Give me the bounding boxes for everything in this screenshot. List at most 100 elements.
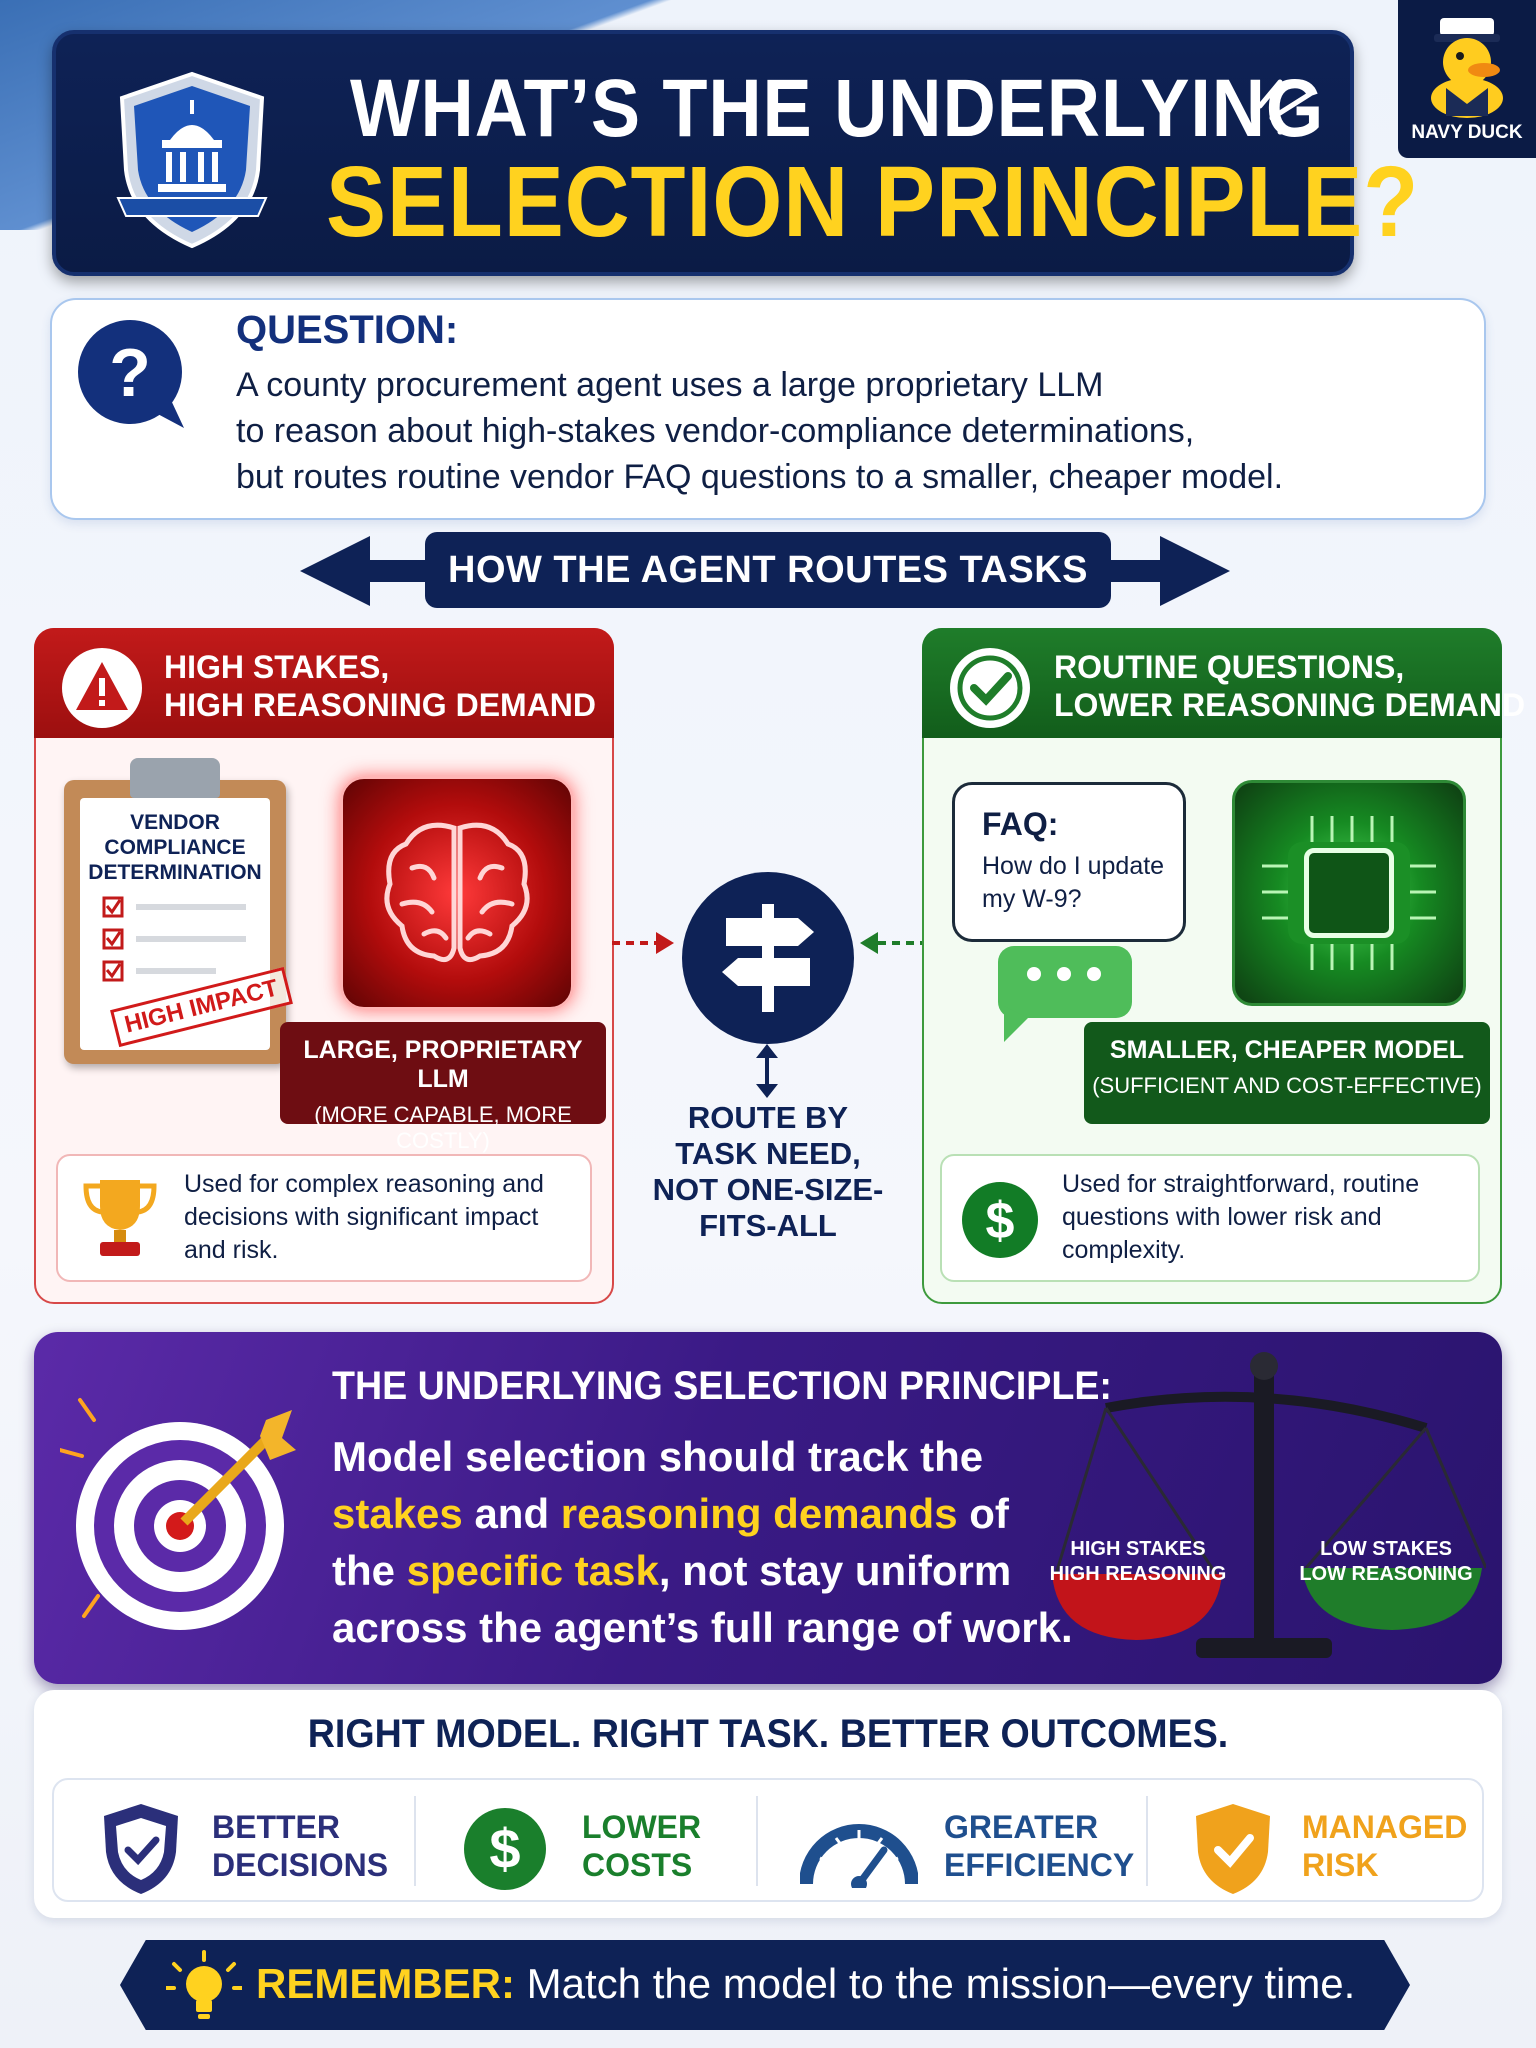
outcome-line: LOWER <box>582 1809 702 1845</box>
outcomes-row <box>52 1778 1484 1902</box>
outcomes-heading: RIGHT MODEL. RIGHT TASK. BETTER OUTCOMES… <box>307 1712 1229 1756</box>
header-title-line1: WHAT’S THE UNDERLYING <box>350 63 1325 154</box>
high-stakes-title-line: HIGH STAKES, <box>164 649 390 685</box>
outcome-greater-efficiency: GREATER EFFICIENCY <box>944 1808 1134 1884</box>
remember-key: REMEMBER: <box>256 1960 515 2007</box>
lightbulb-icon <box>166 1950 242 2019</box>
svg-text:$: $ <box>489 1817 520 1880</box>
route-line: NOT ONE-SIZE- <box>652 1172 884 1207</box>
question-line: but routes routine vendor FAQ questions … <box>236 458 1284 496</box>
target-icon <box>60 1398 296 1630</box>
routine-title-line: LOWER REASONING DEMAND <box>1054 687 1526 723</box>
remember-bar <box>120 1940 1410 2030</box>
vertical-arrow-icon <box>756 1044 778 1098</box>
large-llm-name: LARGE, PROPRIETARY LLM <box>303 1036 583 1093</box>
warning-icon <box>62 648 142 728</box>
question-label: QUESTION: <box>236 308 459 352</box>
principle-line: the specific task, not stay uniform <box>332 1542 1092 1599</box>
principle-text: of <box>957 1490 1009 1537</box>
duck-icon <box>1431 18 1503 118</box>
chip-core <box>1304 848 1394 938</box>
chat-bubble <box>998 946 1132 1018</box>
divider <box>756 1796 758 1886</box>
check-icon <box>950 648 1030 728</box>
remember-message: Match the model to the mission—every tim… <box>515 1960 1356 2007</box>
clipboard-clip <box>130 758 220 798</box>
question-line: A county procurement agent uses a large … <box>236 366 1104 404</box>
principle-highlight: specific task <box>406 1547 659 1594</box>
shield-check-icon <box>104 1804 178 1894</box>
outcomes-panel <box>34 1690 1502 1918</box>
small-model-desc: (SUFFICIENT AND COST-EFFECTIVE) <box>1092 1073 1482 1098</box>
principle-line: across the agent’s full range of work. <box>332 1604 1073 1651</box>
principle-highlight: stakes <box>332 1490 463 1537</box>
clipboard-title-line: COMPLIANCE <box>104 836 246 859</box>
signpost-icon <box>722 904 814 1012</box>
route-line: ROUTE BY <box>687 1100 849 1135</box>
principle-text: , not stay uniform <box>658 1547 1012 1594</box>
principle-line: Model selection should track the <box>332 1433 984 1480</box>
brain-tile <box>340 776 574 1010</box>
dashed-arrow-right-icon <box>612 932 674 954</box>
high-stakes-title-line: HIGH REASONING DEMAND <box>164 687 597 723</box>
faq-text: How do I update my W-9? <box>982 852 1165 913</box>
scale-right-label-2: LOW REASONING <box>1299 1563 1472 1585</box>
shield-capitol-icon <box>116 71 268 249</box>
large-llm-label: LARGE, PROPRIETARY LLM (MORE CAPABLE, MO… <box>280 1022 606 1153</box>
question-text: A county procurement agent uses a large … <box>236 362 1456 500</box>
outcome-managed-risk: MANAGED RISK <box>1302 1808 1467 1884</box>
navy-duck-label: NAVY DUCK <box>1411 122 1523 143</box>
large-llm-desc: (MORE CAPABLE, MORE COSTLY) <box>314 1102 572 1153</box>
outcome-line: DECISIONS <box>212 1847 389 1883</box>
outcome-line: COSTS <box>582 1847 693 1883</box>
small-model-name: SMALLER, CHEAPER MODEL <box>1109 1036 1465 1064</box>
outcome-better-decisions: BETTER DECISIONS <box>212 1808 388 1884</box>
scale-left-label-2: HIGH REASONING <box>1050 1563 1227 1585</box>
outcome-line: BETTER <box>212 1809 340 1845</box>
routes-banner: HOW THE AGENT ROUTES TASKS <box>425 532 1111 608</box>
divider <box>1146 1796 1148 1886</box>
route-by-task-text: ROUTE BY TASK NEED, NOT ONE-SIZE- FITS-A… <box>628 1100 908 1244</box>
chat-dots-icon <box>1004 967 1101 1042</box>
scale-right-label-1: LOW STAKES <box>1320 1538 1452 1560</box>
dollar-icon: $ <box>464 1808 546 1890</box>
principle-highlight: reasoning demands <box>560 1490 958 1537</box>
high-stakes-title: HIGH STAKES, HIGH REASONING DEMAND <box>164 648 596 724</box>
route-line: FITS-ALL <box>699 1208 837 1243</box>
faq-bubble <box>952 782 1186 942</box>
question-line: to reason about high-stakes vendor-compl… <box>236 412 1195 450</box>
question-box <box>50 298 1486 520</box>
faq-title: FAQ: <box>982 806 1059 842</box>
trophy-icon <box>83 1180 157 1256</box>
routine-title: ROUTINE QUESTIONS, LOWER REASONING DEMAN… <box>1054 648 1525 724</box>
divider <box>414 1796 416 1886</box>
high-stakes-note <box>56 1154 592 1282</box>
small-model-label: SMALLER, CHEAPER MODEL (SUFFICIENT AND C… <box>1084 1022 1490 1124</box>
shield-check-icon <box>1196 1804 1270 1894</box>
dashed-arrow-left-icon <box>860 932 922 954</box>
principle-text: the <box>332 1547 407 1594</box>
clipboard-title-line: VENDOR <box>130 811 220 834</box>
header-banner <box>52 30 1354 276</box>
principle-body: Model selection should track the stakes … <box>332 1428 1092 1656</box>
principle-heading: THE UNDERLYING SELECTION PRINCIPLE: <box>332 1364 1112 1408</box>
outcome-line: EFFICIENCY <box>944 1847 1135 1883</box>
question-icon: ? <box>78 320 184 428</box>
double-arrow-icon <box>300 536 1230 606</box>
svg-text:?: ? <box>109 335 151 411</box>
outcome-line: RISK <box>1302 1847 1379 1883</box>
clipboard-title: VENDOR COMPLIANCE DETERMINATION <box>80 810 270 885</box>
checklist-icon <box>102 896 246 982</box>
sparkle-lines-icon <box>1257 79 1317 135</box>
principle-text: and <box>462 1490 561 1537</box>
high-stakes-note-text: Used for complex reasoning and decisions… <box>184 1170 544 1264</box>
routine-note-text: Used for straightforward, routine questi… <box>1062 1170 1420 1264</box>
outcome-line: GREATER <box>944 1809 1099 1845</box>
scale-icon: HIGH STAKES HIGH REASONING LOW STAKES LO… <box>1050 1352 1486 1658</box>
principle-line: stakes and reasoning demands of <box>332 1485 1092 1542</box>
brain-icon <box>384 822 530 963</box>
clipboard-title-line: DETERMINATION <box>88 861 262 884</box>
routine-title-line: ROUTINE QUESTIONS, <box>1054 649 1405 685</box>
route-line: TASK NEED, <box>675 1136 861 1171</box>
remember-text: REMEMBER: Match the model to the mission… <box>256 1960 1355 2008</box>
